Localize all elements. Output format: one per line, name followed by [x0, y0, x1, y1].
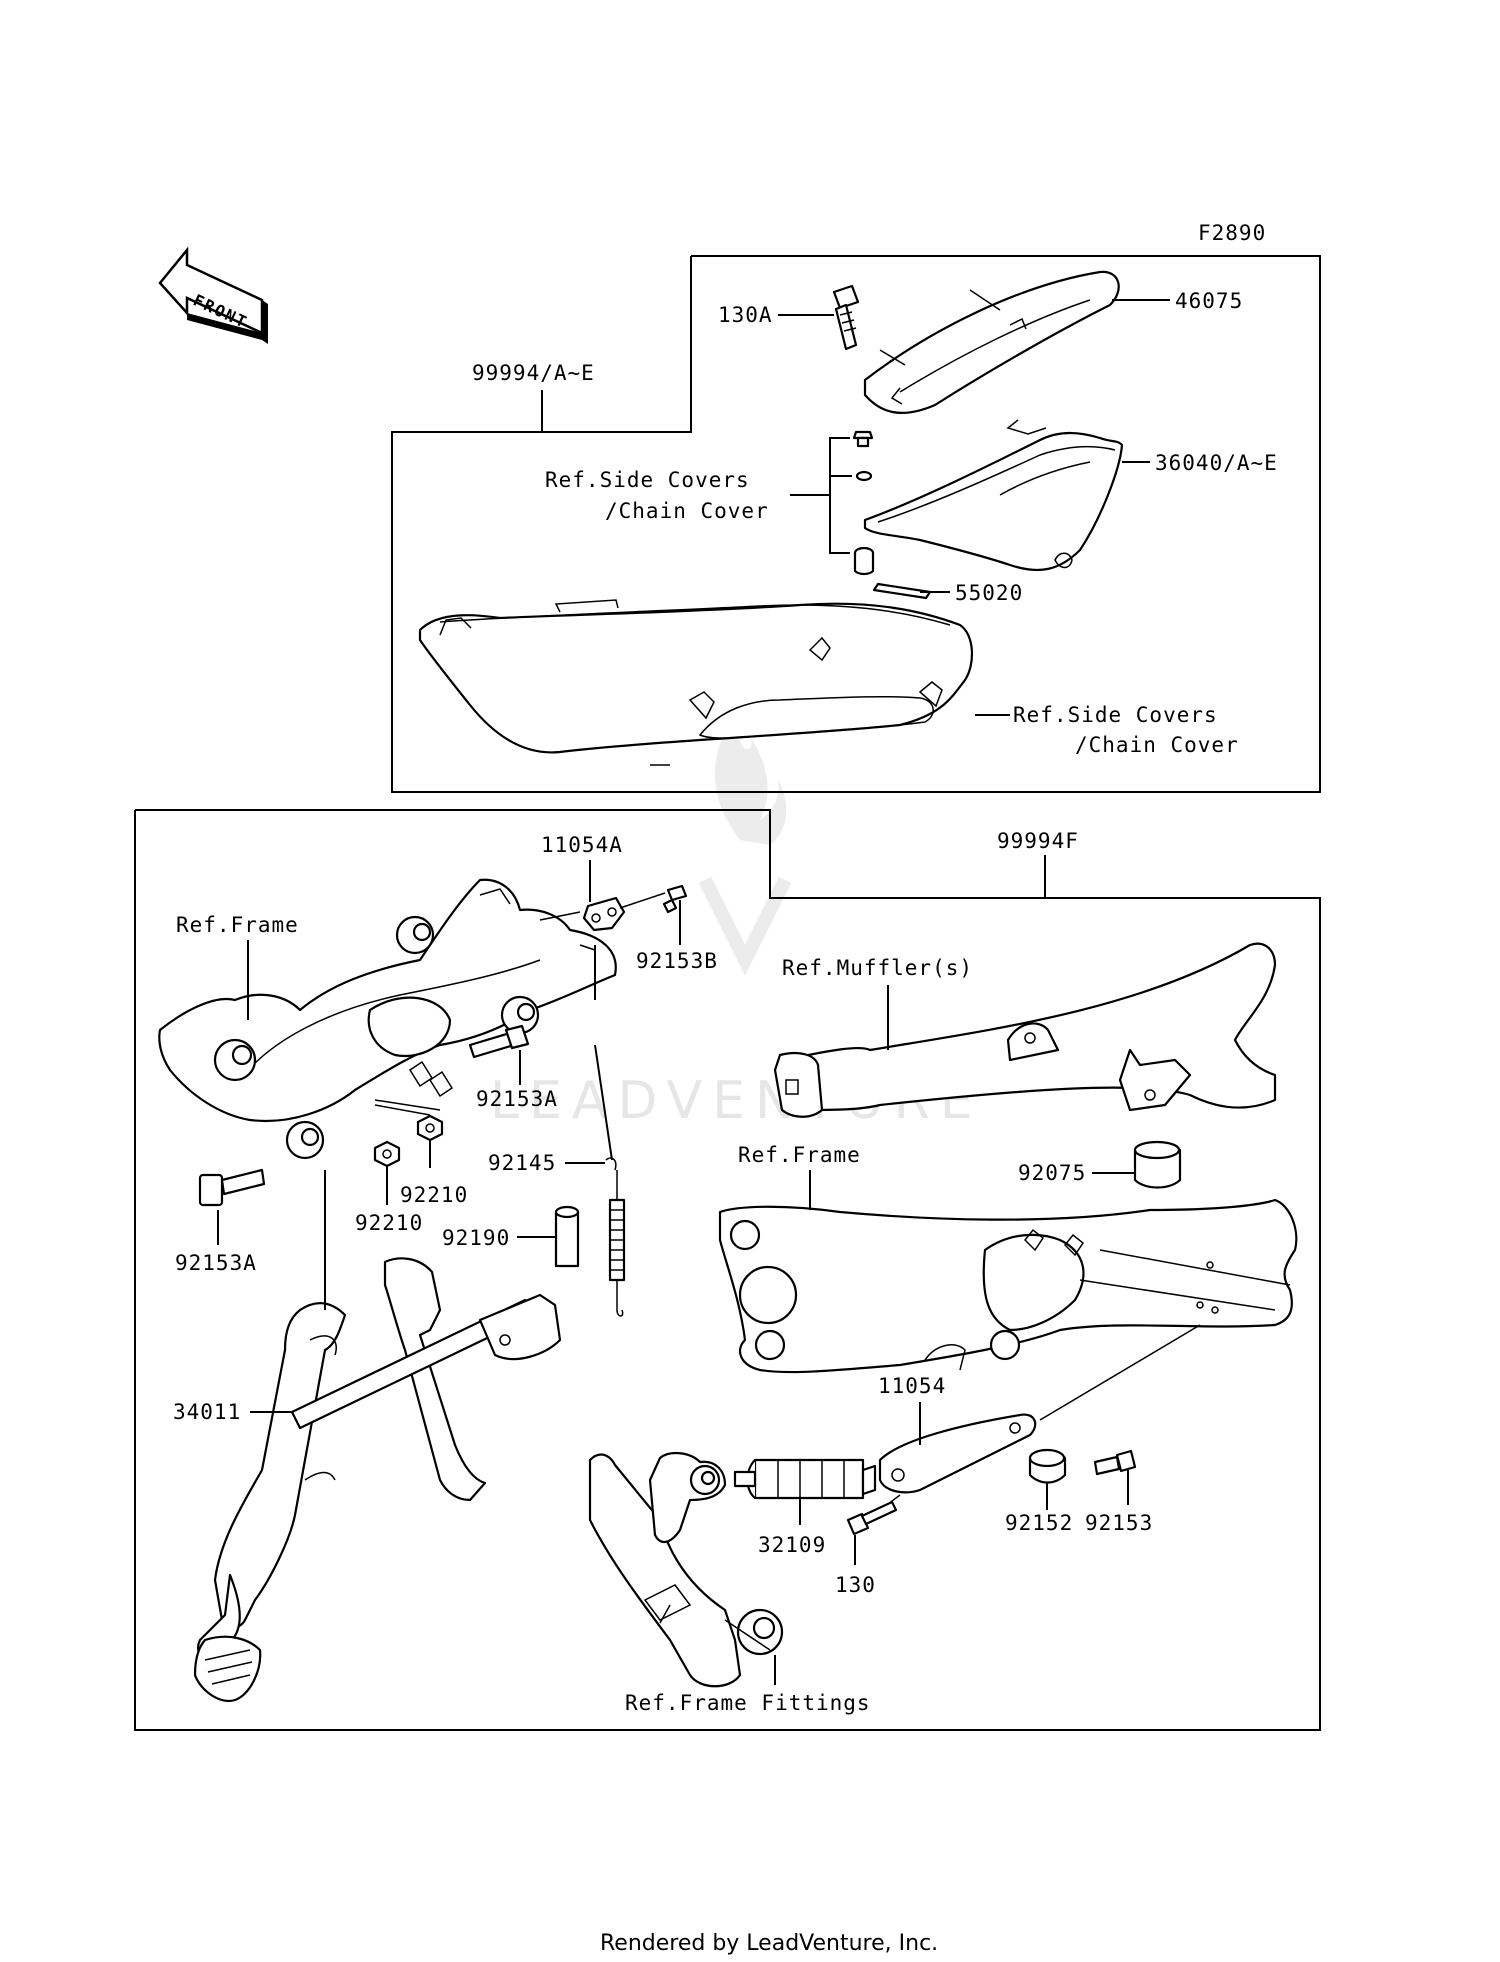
front-arrow-icon: FRONT: [158, 246, 268, 344]
diagram-code: F2890: [1198, 221, 1266, 245]
label-130: 130: [835, 1573, 876, 1597]
part-34011-center-stand: [193, 1257, 562, 1703]
label-92153a-lower: 92153A: [175, 1251, 257, 1275]
part-55020-strip: [872, 582, 932, 600]
part-92145-spring: [605, 1157, 626, 1317]
part-muffler: [773, 942, 1277, 1118]
label-11054a: 11054A: [541, 833, 623, 857]
footer-credit: Rendered by LeadVenture, Inc.: [600, 1931, 938, 1956]
part-92153-bolt: [1093, 1449, 1137, 1476]
kit-label-lower: 99994F: [997, 829, 1079, 853]
lower-kit-frame: [134, 809, 1321, 1731]
part-frame-right: [718, 1198, 1298, 1374]
part-92153a-upper-bolt: [468, 1024, 530, 1059]
flame-logo-icon: [714, 715, 787, 845]
part-130a-bolt: [832, 284, 860, 351]
label-ref-side-a-line1: Ref.Side Covers: [545, 468, 750, 492]
label-ref-frame-right: Ref.Frame: [738, 1143, 861, 1167]
label-ref-frame-fittings: Ref.Frame Fittings: [625, 1691, 871, 1715]
label-34011: 34011: [173, 1400, 241, 1424]
label-92145: 92145: [488, 1151, 556, 1175]
label-ref-muffler: Ref.Muffler(s): [782, 956, 973, 980]
label-46075: 46075: [1175, 289, 1243, 313]
label-92075: 92075: [1018, 1161, 1086, 1185]
label-36040: 36040/A~E: [1155, 451, 1278, 475]
part-46075: [863, 270, 1120, 414]
label-92153b: 92153B: [636, 949, 718, 973]
upper-kit-frame: [391, 255, 1321, 793]
kit-label-upper: 99994/A~E: [472, 361, 595, 385]
label-92210-left: 92210: [355, 1211, 423, 1235]
part-36040-side-cover: [863, 419, 1124, 572]
label-130a: 130A: [718, 303, 773, 327]
part-32109-footpeg: [733, 1458, 877, 1500]
part-11054a-bracket: [582, 896, 626, 932]
part-92153a-lower-bolt: [198, 1168, 266, 1207]
part-screws-upper: [852, 430, 875, 576]
label-55020: 55020: [955, 581, 1023, 605]
label-92152: 92152: [1005, 1511, 1073, 1535]
label-92210-right: 92210: [400, 1183, 468, 1207]
part-92153b-bolt: [662, 884, 688, 914]
part-92152-collar: [1028, 1448, 1067, 1484]
label-ref-frame-left: Ref.Frame: [176, 913, 299, 937]
part-92210-nuts: [373, 1114, 444, 1168]
label-92190: 92190: [442, 1226, 510, 1250]
label-92153: 92153: [1085, 1511, 1153, 1535]
label-11054: 11054: [878, 1374, 946, 1398]
label-ref-side-b-line2: /Chain Cover: [1075, 733, 1239, 757]
part-frame-left: [158, 878, 617, 1160]
part-11054-bracket: [878, 1413, 1037, 1494]
part-130-bolt: [846, 1500, 898, 1536]
label-32109: 32109: [758, 1533, 826, 1557]
part-92075-rubber: [1133, 1140, 1182, 1189]
part-92190-sleeve: [554, 1205, 580, 1268]
part-side-cover-large: [418, 599, 974, 766]
part-frame-fittings: [588, 1452, 784, 1688]
label-92153a-upper: 92153A: [476, 1087, 558, 1111]
label-ref-side-a-line2: /Chain Cover: [605, 499, 769, 523]
label-ref-side-b-line1: Ref.Side Covers: [1013, 703, 1218, 727]
